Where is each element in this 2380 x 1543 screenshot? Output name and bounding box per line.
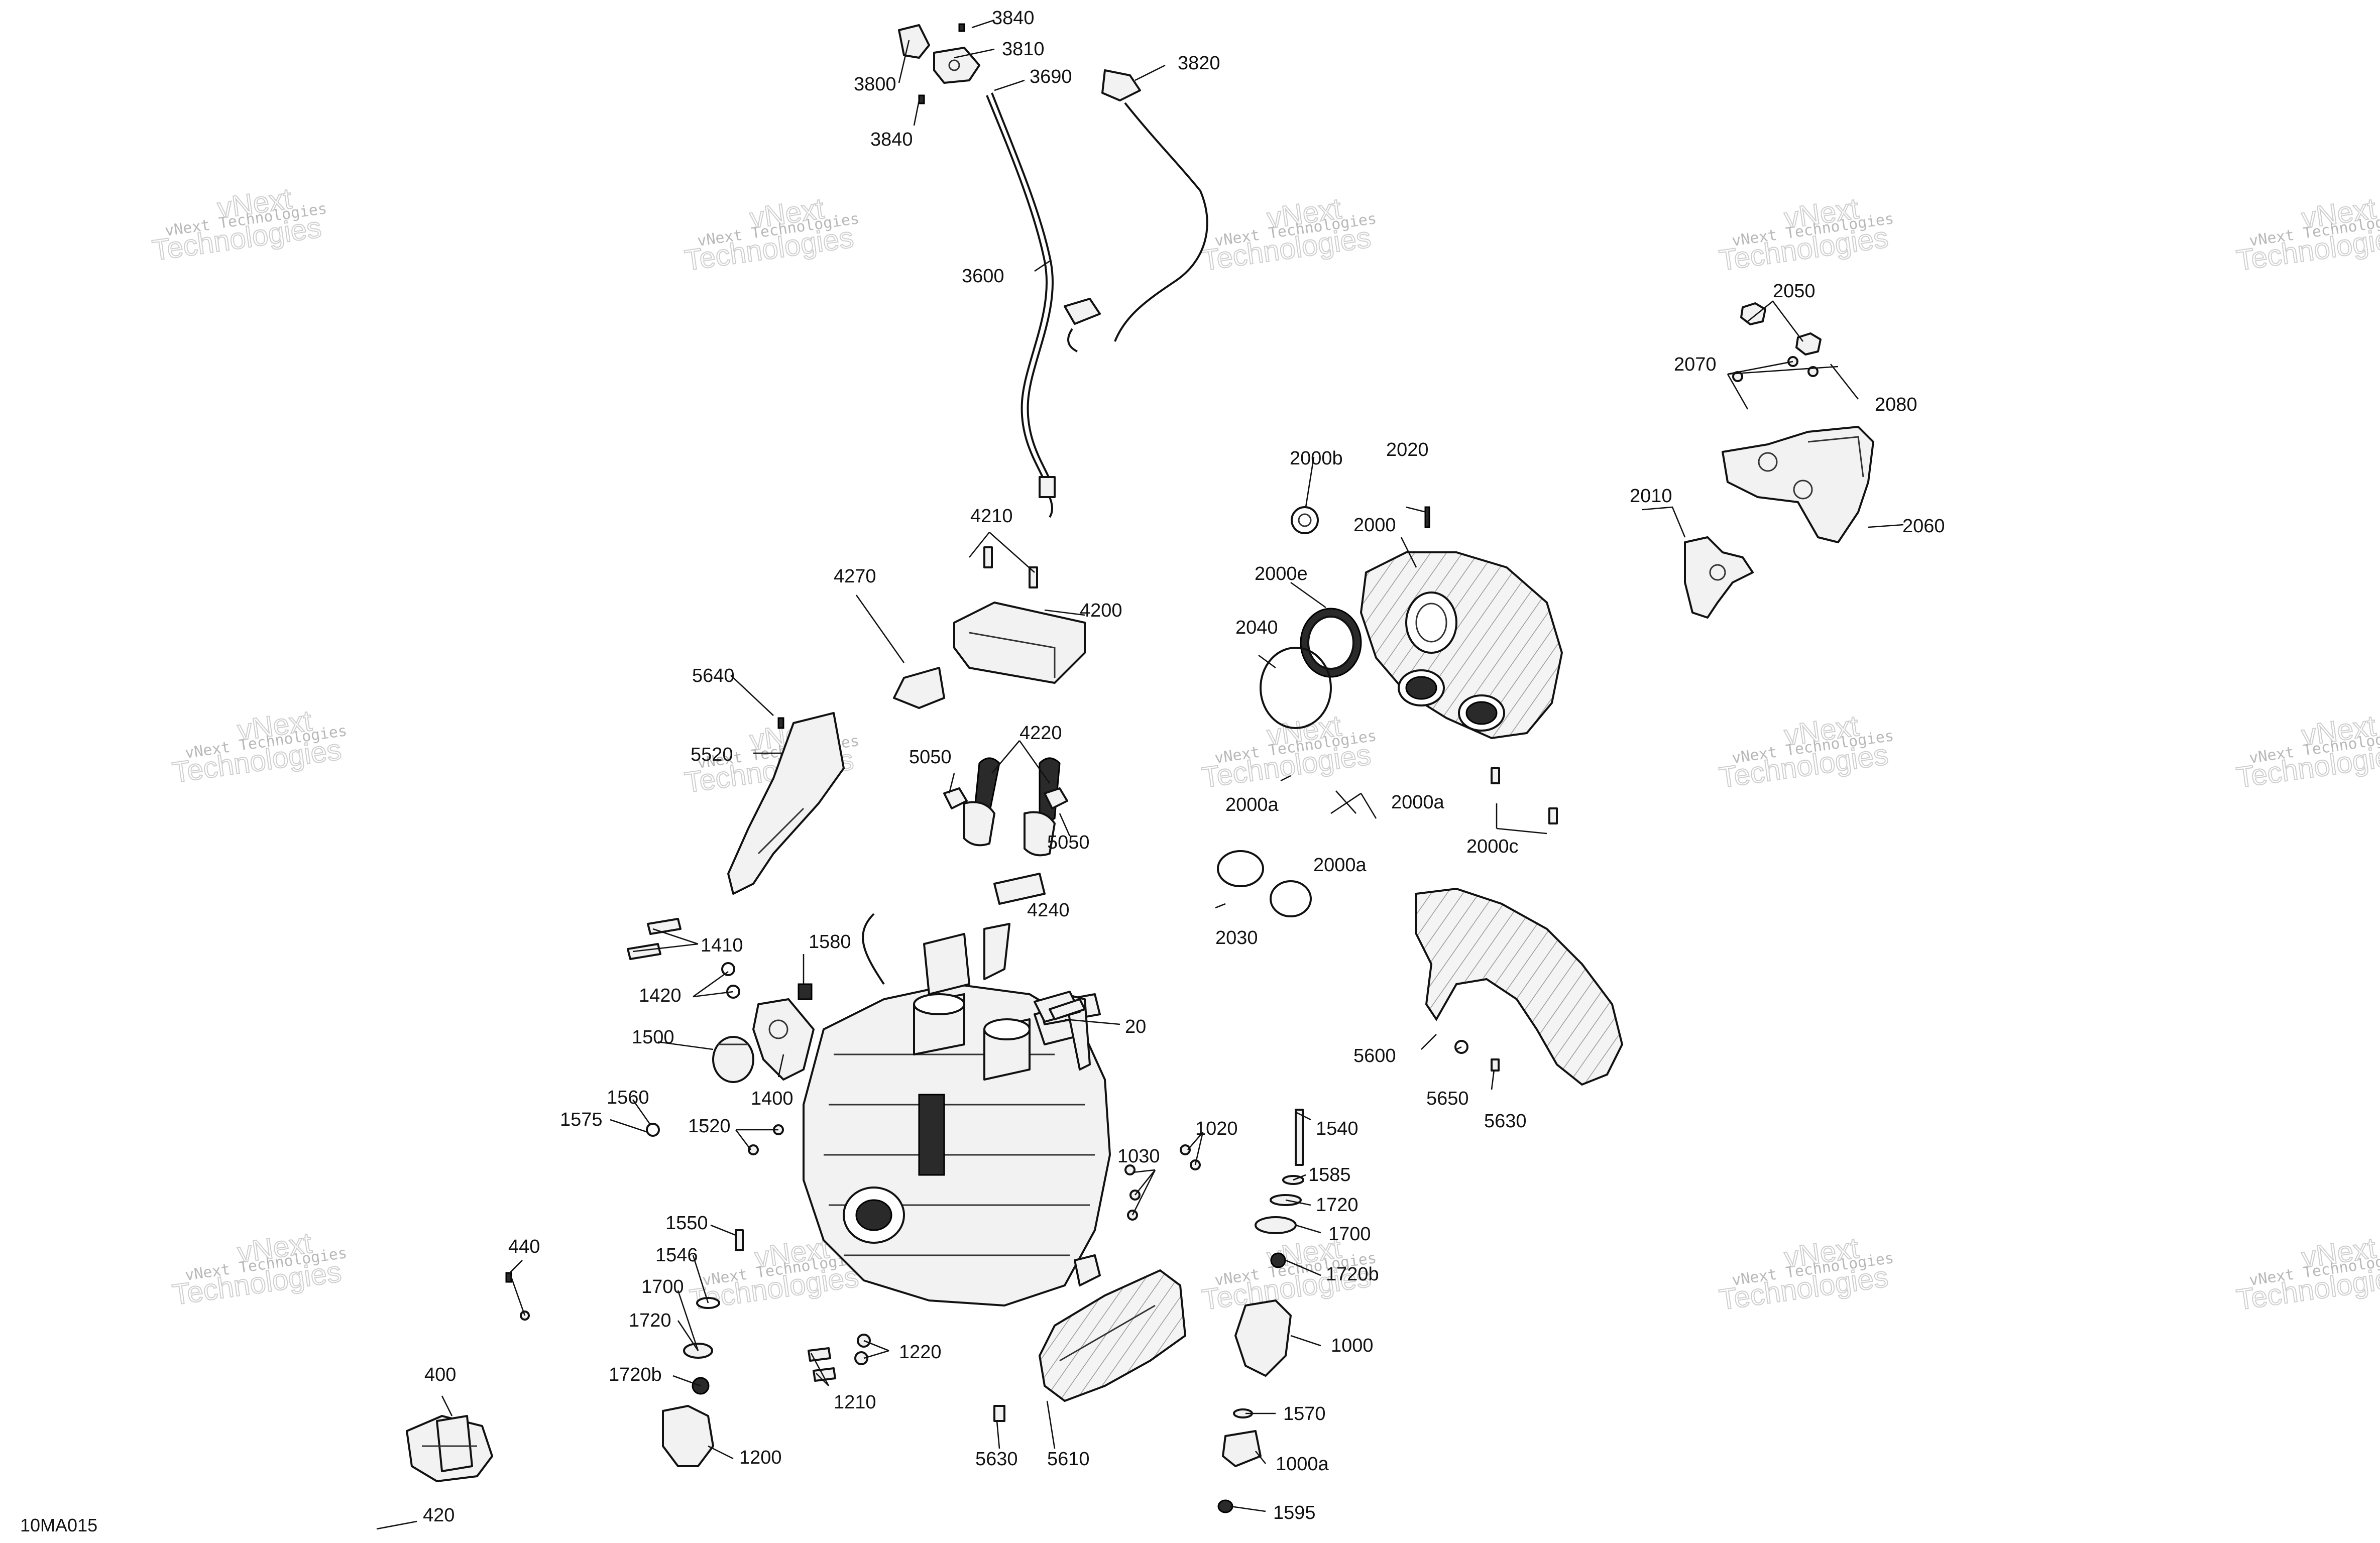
callout-label: 1700: [641, 1276, 684, 1297]
callout-label: 2000a: [1225, 794, 1279, 815]
callout-label: 1020: [1195, 1118, 1238, 1139]
callout-label: 2000a: [1313, 855, 1367, 876]
parts-layer: [406, 23, 1874, 1513]
callout-label: 5630: [975, 1449, 1018, 1470]
callout-label: 5050: [1047, 832, 1090, 853]
callout-label: 2000c: [1466, 836, 1519, 857]
watermark: vNext Technologies vNext Technologies: [2234, 709, 2380, 795]
callout-label: 400: [424, 1364, 456, 1385]
throttle-cable-assembly: [898, 23, 1208, 518]
callout-label: 1720: [1316, 1195, 1358, 1216]
watermark: vNext Technologies vNext Technologies: [150, 182, 328, 268]
watermark: vNext Technologies vNext Technologies: [1717, 709, 1895, 795]
air-intake-housing: [1217, 506, 1563, 917]
callout-label: 420: [423, 1505, 455, 1526]
callout-label: 1500: [632, 1027, 674, 1048]
callout-label: 1220: [899, 1342, 942, 1363]
callout-label: 1030: [1117, 1146, 1160, 1167]
callout-label: 2060: [1902, 516, 1945, 537]
callout-label: 5050: [909, 747, 952, 768]
callout-label: 4270: [834, 566, 876, 587]
callout-label: 3810: [1002, 39, 1045, 60]
right-mount-stack: [1049, 998, 1304, 1513]
callout-label: 4200: [1080, 600, 1122, 621]
callout-label: 4240: [1027, 900, 1070, 921]
callout-label: 2070: [1674, 354, 1717, 375]
callout-label: 3820: [1178, 53, 1220, 74]
watermark: vNext Technologies vNext Technologies: [170, 704, 348, 790]
callout-label: 1200: [739, 1447, 782, 1468]
watermark: vNext Technologies vNext Technologies: [1199, 709, 1378, 795]
callout-label: 2030: [1215, 927, 1258, 948]
callout-label: 5640: [692, 665, 735, 686]
engine-block: [803, 913, 1111, 1307]
callout-label: 3800: [854, 74, 896, 95]
callout-label: 1540: [1316, 1118, 1358, 1139]
callout-label: 2050: [1773, 281, 1816, 302]
callout-label: 2000a: [1391, 792, 1445, 813]
mount-1200-stack: [662, 1229, 1005, 1467]
callout-label: 1550: [665, 1213, 708, 1234]
callout-label: 2000: [1353, 515, 1396, 536]
exhaust-heat-shield: [1415, 887, 1624, 1086]
callout-label: 1400: [751, 1088, 794, 1109]
callout-label: 5650: [1426, 1088, 1469, 1109]
callout-label: 1720: [629, 1310, 671, 1331]
watermark: vNext Technologies vNext Technologies: [1199, 192, 1378, 278]
intake-hoses: [943, 757, 1068, 905]
callout-label: 3600: [962, 266, 1004, 287]
diagram-code: 10MA015: [20, 1515, 97, 1535]
callout-label: 4220: [1019, 723, 1062, 744]
watermark-layer: vNext Technologies vNext Technologies vN…: [150, 182, 2380, 1317]
callout-label: 2080: [1875, 394, 1917, 415]
callout-label: 1720b: [1326, 1264, 1379, 1285]
callout-label: 5610: [1047, 1449, 1090, 1470]
ecu-module: [893, 546, 1086, 709]
callout-label: 2040: [1235, 617, 1278, 638]
callout-label: 1000a: [1276, 1454, 1329, 1475]
callout-label: 3840: [992, 8, 1035, 29]
callout-label: 1595: [1273, 1502, 1316, 1523]
callout-label: 5630: [1484, 1111, 1527, 1132]
callout-label: 440: [508, 1236, 540, 1257]
watermark: vNext Technologies vNext Technologies: [682, 192, 860, 278]
callout-label: 2000e: [1255, 563, 1308, 584]
leader-lines: [376, 19, 1904, 1530]
callout-label: 5600: [1353, 1045, 1396, 1066]
callout-label: 1210: [834, 1392, 876, 1413]
callout-label: 1560: [607, 1087, 649, 1108]
callout-labels: 3840 3810 3800 3690 3820 3840 3600 2050 …: [423, 8, 1945, 1526]
mount-400: [406, 1272, 530, 1482]
callout-label: 20: [1125, 1016, 1146, 1037]
side-cover-panel: [727, 712, 845, 895]
callout-label: 2020: [1386, 439, 1429, 460]
watermark: vNext Technologies vNext Technologies: [2234, 1231, 2380, 1317]
watermark: vNext Technologies vNext Technologies: [1717, 192, 1895, 278]
callout-label: 1410: [701, 935, 743, 956]
lower-heat-shield: [1038, 1269, 1187, 1402]
callout-label: 1700: [1328, 1224, 1371, 1245]
callout-label: 5520: [691, 744, 733, 765]
watermark: vNext Technologies vNext Technologies: [170, 1226, 348, 1312]
callout-label: 1575: [560, 1109, 603, 1130]
callout-label: 2000b: [1290, 448, 1343, 469]
callout-label: 3840: [870, 129, 913, 150]
left-engine-mount: [627, 918, 815, 1155]
watermark: vNext Technologies vNext Technologies: [1717, 1231, 1895, 1317]
engine-support-bracket: [1684, 302, 1874, 619]
callout-label: 3690: [1030, 66, 1072, 87]
callout-label: 1570: [1283, 1403, 1326, 1425]
callout-label: 1000: [1331, 1335, 1374, 1356]
callout-label: 1720b: [609, 1364, 662, 1385]
callout-label: 1420: [639, 985, 682, 1006]
callout-label: 4210: [970, 506, 1013, 527]
callout-label: 1585: [1308, 1164, 1351, 1185]
watermark: vNext Technologies vNext Technologies: [2234, 192, 2380, 278]
callout-label: 1520: [688, 1116, 731, 1137]
callout-label: 1580: [809, 931, 851, 953]
callout-label: 1546: [655, 1245, 698, 1266]
callout-label: 2010: [1630, 486, 1672, 507]
